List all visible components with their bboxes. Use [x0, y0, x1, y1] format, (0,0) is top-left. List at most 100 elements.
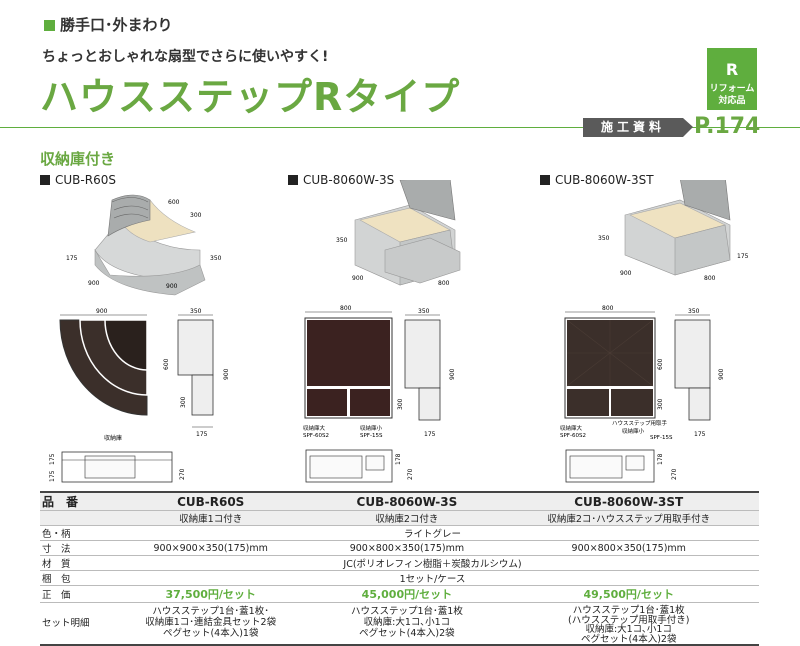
sec-270: 270 — [671, 468, 678, 480]
side-900: 900 — [223, 368, 230, 380]
product-1-section — [61, 451, 173, 483]
side-350: 350 — [418, 308, 430, 315]
product-label-3: CUB-8060W-3ST — [540, 173, 654, 187]
dim-600: 600 — [168, 199, 180, 206]
lbl-big-code: SPF-60S2 — [303, 433, 329, 439]
sec-178: 178 — [395, 453, 402, 465]
label-blank — [40, 510, 106, 526]
black-square-icon — [288, 175, 298, 185]
dim-900-b: 900 — [166, 283, 178, 290]
set-3: ハウスステップ1台･蓋1枚 (ハウスステップ用取手付き) 収納庫:大1コ､小1コ… — [498, 602, 759, 646]
set-line: ハウスステップ1台･蓋1枚 — [350, 606, 463, 617]
plan-800: 800 — [340, 305, 352, 312]
table-row: 材 質 JC(ポリオレフィン樹脂＋炭酸カルシウム) — [40, 555, 759, 571]
lbl-big-code: SPF-60S2 — [560, 433, 586, 439]
side-300: 300 — [397, 398, 404, 410]
product-1-side — [177, 314, 214, 428]
product-2-side — [404, 314, 441, 421]
sec-270: 270 — [407, 468, 414, 480]
product-3-side — [674, 314, 711, 421]
side-300: 300 — [657, 398, 664, 410]
model-1: CUB-R60S — [106, 491, 316, 511]
model-2: CUB-8060W-3S — [315, 491, 499, 511]
dim-900: 900 — [352, 275, 364, 282]
table-row: 品 番 CUB-R60S CUB-8060W-3S CUB-8060W-3ST — [40, 491, 759, 511]
badge-line1: リフォーム — [709, 84, 755, 94]
label-set: セット明細 — [40, 602, 106, 646]
price-1: 37,500円/セット — [106, 585, 316, 603]
dim-300: 300 — [190, 212, 202, 219]
category-heading: 勝手口･外まわり — [44, 14, 173, 35]
product-name: CUB-8060W-3ST — [555, 173, 654, 187]
reference-page[interactable]: P.174 — [694, 114, 761, 139]
material-value: JC(ポリオレフィン樹脂＋炭酸カルシウム) — [106, 555, 759, 571]
plan-900: 900 — [96, 308, 108, 315]
dim-175: 175 — [66, 255, 78, 262]
product-label-2: CUB-8060W-3S — [288, 173, 394, 187]
sec-178: 178 — [657, 453, 664, 465]
set-line: ペグセット(4本入)2袋 — [580, 633, 677, 645]
dim-350: 350 — [210, 255, 222, 262]
set-line: 収納庫:大1コ､小1コ — [585, 624, 672, 635]
set-line: ペグセット(4本入)2袋 — [359, 628, 455, 639]
color-value: ライトグレー — [106, 525, 759, 541]
sec-175b: 175 — [49, 470, 56, 482]
label-price: 正 価 — [40, 585, 106, 603]
plan-800: 800 — [602, 305, 614, 312]
sec-270: 270 — [179, 468, 186, 480]
set-line: ペグセット(4本入)1袋 — [162, 628, 259, 639]
lbl-big: 収納庫大 — [303, 424, 326, 432]
set-line: 収納庫:大1コ､小1コ — [363, 617, 451, 628]
side-175: 175 — [424, 431, 436, 438]
side-350: 350 — [688, 308, 700, 315]
set-line: 収納庫1コ･連結金具セット2袋 — [145, 617, 277, 628]
label-pack: 梱 包 — [40, 570, 106, 586]
size-1: 900×900×350(175)mm — [106, 540, 316, 556]
reference-label[interactable]: 施工資料 — [583, 118, 683, 137]
model-note-1: 収納庫1コ付き — [106, 510, 316, 526]
price-3: 49,500円/セット — [498, 585, 759, 603]
label-material: 材 質 — [40, 555, 106, 571]
product-3-section — [565, 449, 655, 483]
lbl-small: 収納庫小 — [360, 424, 383, 432]
sec-175: 175 — [49, 453, 56, 465]
page-title: ハウスステップRタイプ — [40, 75, 461, 119]
label-model: 品 番 — [40, 491, 106, 511]
house-icon — [707, 48, 757, 110]
table-row: 正 価 37,500円/セット 45,000円/セット 49,500円/セット — [40, 585, 759, 603]
model-3: CUB-8060W-3ST — [498, 491, 759, 511]
lbl-small-code: SPF-15S — [360, 433, 383, 439]
product-1-photo — [94, 194, 206, 296]
side-900: 900 — [449, 368, 456, 380]
badge-letter: R — [725, 60, 739, 79]
green-square-icon — [44, 20, 55, 31]
spec-table: 品 番 CUB-R60S CUB-8060W-3S CUB-8060W-3ST … — [40, 491, 759, 646]
dim-800: 800 — [438, 280, 450, 287]
pack-value: 1セット/ケース — [106, 570, 759, 586]
sec-label: 収納庫 — [104, 434, 122, 442]
side-900: 900 — [718, 368, 725, 380]
product-drawings: 600 300 350 175 900 900 350 900 800 350 … — [49, 180, 749, 483]
lbl-big: 収納庫大 — [560, 424, 583, 432]
product-3-photo — [624, 180, 731, 276]
dim-350: 350 — [598, 235, 610, 242]
side-175: 175 — [694, 431, 706, 438]
side-300: 300 — [180, 396, 187, 408]
label-color: 色・柄 — [40, 525, 106, 541]
product-2-photo — [354, 180, 461, 286]
dim-800: 800 — [704, 275, 716, 282]
size-2: 900×800×350(175)mm — [315, 540, 499, 556]
badge-line2: 対応品 — [718, 96, 746, 106]
lbl-handle: ハウスステップ用取手 — [612, 419, 668, 427]
subtitle: ちょっとおしゃれな扇型でさらに使いやすく! — [42, 49, 329, 65]
product-label-1: CUB-R60S — [40, 173, 116, 187]
set-line: ハウスステップ1台･蓋1枚 — [572, 605, 685, 616]
table-row: 梱 包 1セット/ケース — [40, 570, 759, 586]
size-3: 900×800×350(175)mm — [498, 540, 759, 556]
dim-900-a: 900 — [88, 280, 100, 287]
table-row: 収納庫1コ付き 収納庫2コ付き 収納庫2コ･ハウスステップ用取手付き — [40, 510, 759, 526]
label-size: 寸 法 — [40, 540, 106, 556]
arrow-right-icon — [683, 118, 693, 137]
dim-175: 175 — [737, 253, 749, 260]
set-line: (ハウスステップ用取手付き) — [568, 614, 690, 626]
